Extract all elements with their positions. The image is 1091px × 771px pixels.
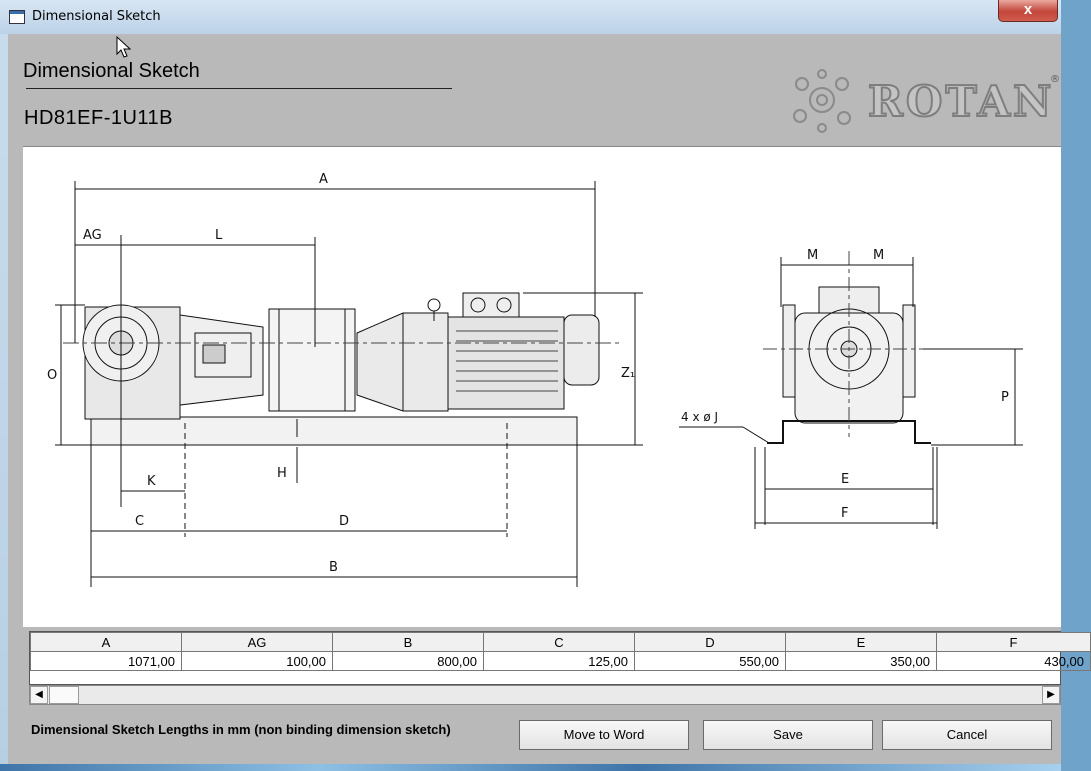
- dimensional-sketch-drawing: A AG L O Z₁ K H C D B M M P 4 x ø J E F: [47, 172, 1023, 587]
- table-cell[interactable]: 1071,00: [30, 651, 182, 671]
- column-header[interactable]: E: [785, 632, 937, 652]
- dim-label-d: D: [339, 514, 349, 529]
- dimensional-sketch-panel: A AG L O Z₁ K H C D B M M P 4 x ø J E F: [23, 146, 1061, 627]
- window-icon: [9, 10, 25, 24]
- title-underline: [26, 88, 452, 89]
- dim-label-e: E: [841, 472, 849, 487]
- table-cell[interactable]: 125,00: [483, 651, 635, 671]
- dim-label-h: H: [277, 466, 287, 481]
- column-header[interactable]: AG: [181, 632, 333, 652]
- mouse-pointer-icon: [116, 35, 132, 58]
- table-cell[interactable]: 430,00: [936, 651, 1091, 671]
- dim-label-m-right: M: [873, 248, 884, 263]
- registered-mark: ®: [1050, 74, 1060, 85]
- taskbar-edge: [0, 764, 1061, 771]
- dim-label-k: K: [147, 474, 156, 489]
- dim-label-f: F: [841, 506, 848, 521]
- scroll-left-icon[interactable]: ◀: [30, 686, 48, 704]
- window-title: Dimensional Sketch: [32, 9, 161, 24]
- column-header[interactable]: F: [936, 632, 1091, 652]
- scrollbar-thumb[interactable]: [49, 686, 79, 704]
- close-button[interactable]: x: [998, 0, 1058, 22]
- table-cell[interactable]: 100,00: [181, 651, 333, 671]
- footer-note: Dimensional Sketch Lengths in mm (non bi…: [31, 722, 451, 737]
- dim-label-ag: AG: [83, 228, 102, 243]
- dim-label-m-left: M: [807, 248, 818, 263]
- rotan-logo: ROTAN ®: [793, 69, 1060, 133]
- scroll-right-icon[interactable]: ▶: [1042, 686, 1060, 704]
- column-header[interactable]: C: [483, 632, 635, 652]
- model-number: HD81EF-1U11B: [24, 107, 174, 129]
- dim-label-p: P: [1001, 390, 1009, 405]
- move-to-word-button[interactable]: Move to Word: [519, 720, 689, 750]
- table-cell[interactable]: 800,00: [332, 651, 484, 671]
- dimensions-grid[interactable]: A AG B C D E F 1071,00 100,00 800,00 125…: [29, 631, 1091, 685]
- column-header[interactable]: B: [332, 632, 484, 652]
- column-header[interactable]: D: [634, 632, 786, 652]
- logo-text: ROTAN: [868, 77, 1054, 126]
- dimensions-table: A AG B C D E F 1071,00 100,00 800,00 125…: [30, 632, 1091, 671]
- table-cell[interactable]: 350,00: [785, 651, 937, 671]
- horizontal-scrollbar[interactable]: ◀ ▶: [29, 685, 1061, 705]
- table-cell[interactable]: 550,00: [634, 651, 786, 671]
- dim-label-o: O: [47, 368, 57, 383]
- column-header[interactable]: A: [30, 632, 182, 652]
- cancel-button[interactable]: Cancel: [882, 720, 1052, 750]
- table-header-row: A AG B C D E F: [30, 632, 1091, 652]
- dim-label-a: A: [319, 172, 328, 187]
- table-row: 1071,00 100,00 800,00 125,00 550,00 350,…: [30, 651, 1091, 671]
- dim-label-l: L: [215, 228, 223, 243]
- page-title: Dimensional Sketch: [23, 60, 200, 82]
- dim-label-c: C: [135, 514, 144, 529]
- dim-label-z1: Z₁: [621, 366, 635, 381]
- gear-logo-icon: [793, 69, 851, 133]
- dim-label-b: B: [329, 560, 338, 575]
- save-button[interactable]: Save: [703, 720, 873, 750]
- title-bar[interactable]: Dimensional Sketch x: [0, 0, 1061, 34]
- dim-label-j: 4 x ø J: [681, 410, 718, 424]
